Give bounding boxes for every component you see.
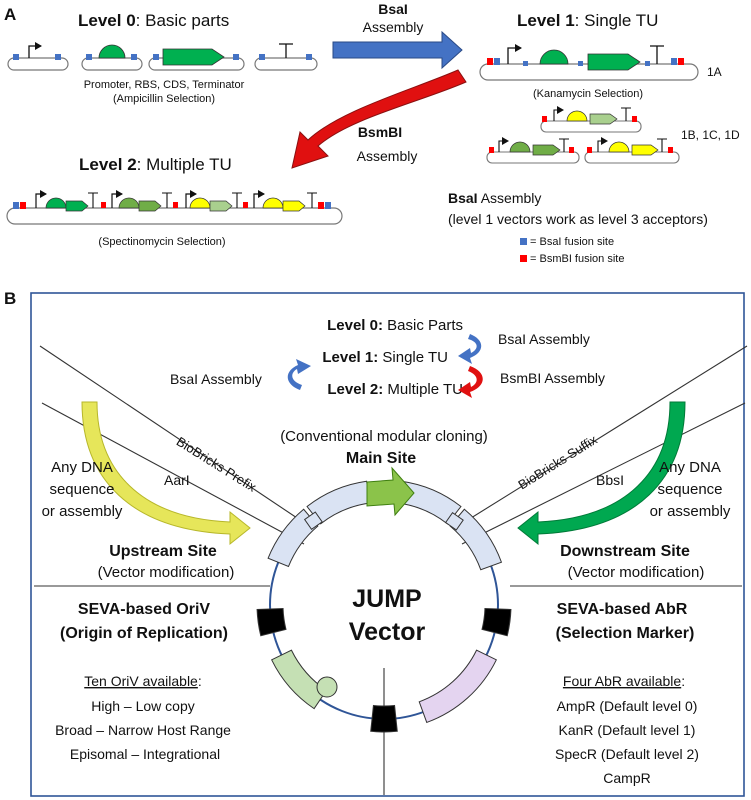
downstream-segment (449, 508, 503, 571)
level0-rbs-plasmid (81, 44, 143, 71)
level2-heading: Level 2: Multiple TU (79, 155, 232, 174)
level0-promoter-plasmid (7, 42, 69, 71)
legend-bsai-swatch (520, 238, 527, 245)
b-bsmbi-assembly: BsmBI Assembly (500, 370, 605, 386)
level0-cds-plasmid (148, 48, 245, 71)
any-dna-right-2: sequence (657, 481, 722, 498)
bottom-black-block (370, 704, 398, 733)
level0-caption-parts: Promoter, RBS, CDS, Terminator (84, 79, 245, 91)
prefix-site-box (303, 511, 323, 531)
abr-item-4: CampR (603, 770, 650, 786)
abr-available: Four AbR available: (563, 673, 685, 689)
vector-title-1: JUMP (352, 585, 421, 613)
level2-plasmid (6, 190, 343, 225)
b-level1: Level 1: Single TU (322, 349, 448, 366)
suffix-site-box (444, 511, 464, 531)
level1-plasmid-1b (540, 106, 642, 133)
bsai-arrow-label: Assembly (363, 19, 424, 35)
main-site-part-arrow (366, 466, 415, 517)
main-site-title: Main Site (346, 450, 416, 467)
oriv-segment (270, 649, 328, 710)
label-1a: 1A (707, 65, 722, 79)
abr-item-1: AmpR (Default level 0) (557, 698, 698, 714)
abr-segment (418, 649, 498, 724)
b-bsai-assembly-right: BsaI Assembly (498, 331, 590, 347)
panel-b: B Level 0: Basic Parts Level 1: Single T… (4, 289, 748, 797)
promoter-icon (507, 44, 522, 64)
rbs-icon (98, 44, 126, 59)
any-dna-right-3: or assembly (650, 503, 731, 520)
biobricks-suffix-label: BioBricks Suffix (515, 432, 600, 493)
b-bsai-arrow-left (287, 359, 311, 390)
downstream-site-title: Downstream Site (560, 543, 690, 560)
aari-label: AarI (164, 472, 190, 488)
b-level0: Level 0: Basic Parts (327, 317, 463, 334)
cds-icon (587, 53, 641, 71)
vector-ring-segments (256, 480, 512, 733)
legend-bsmbi-swatch (520, 255, 527, 262)
any-dna-left-1: Any DNA (51, 459, 113, 476)
jump-vector-plasmid: JUMP Vector (256, 466, 512, 733)
oriv-item-3: Episomal – Integrational (70, 746, 220, 762)
legend-bsmbi-label: = BsmBI fusion site (530, 253, 624, 265)
bsai-assembly-arrow (332, 30, 463, 70)
abr-item-3: SpecR (Default level 2) (555, 746, 699, 762)
level1-plasmid-1a (479, 44, 699, 81)
terminator-icon (650, 45, 664, 64)
level0-heading: Level 0: Basic parts (78, 11, 229, 30)
bsmbi-assembly-arrow (291, 69, 467, 169)
bsai-arrow-label-bold: BsaI (378, 1, 408, 17)
panel-a-label: A (4, 5, 16, 24)
oriv-item-1: High – Low copy (91, 698, 195, 714)
bsai-note: BsaI Assembly (448, 190, 541, 206)
bsmbi-arrow-label: Assembly (357, 148, 418, 164)
level1-heading: Level 1: Single TU (517, 11, 658, 30)
fusion-site-legend: = BsaI fusion site = BsmBI fusion site (520, 236, 624, 265)
abr-title-2: (Selection Marker) (556, 625, 695, 642)
downstream-insertion-arrow (517, 401, 686, 546)
upstream-site-subtitle: (Vector modification) (98, 564, 235, 581)
panel-b-border (30, 292, 745, 797)
rbs-icon (539, 49, 569, 65)
promoter-icon (28, 42, 42, 58)
level0-terminator-plasmid (254, 43, 318, 71)
b-bsai-arrow-right (458, 334, 482, 364)
any-dna-left-3: or assembly (42, 503, 123, 520)
abr-title-1: SEVA-based AbR (557, 601, 688, 618)
upstream-insertion-arrow (81, 401, 251, 546)
right-black-block (481, 608, 512, 637)
main-site-subtitle: (Conventional modular cloning) (280, 428, 488, 445)
legend-bsai-label: = BsaI fusion site (530, 236, 614, 248)
level2-caption: (Spectinomycin Selection) (98, 236, 225, 248)
b-bsmbi-arrow (458, 366, 483, 398)
terminator-icon (279, 43, 293, 58)
oriv-title-1: SEVA-based OriV (78, 601, 211, 618)
abr-item-2: KanR (Default level 1) (559, 722, 696, 738)
vector-title-2: Vector (349, 618, 426, 646)
bsai-note-line2: (level 1 vectors work as level 3 accepto… (448, 211, 708, 227)
left-black-block (256, 608, 287, 637)
oriv-item-2: Broad – Narrow Host Range (55, 722, 231, 738)
level1-plasmid-1d (584, 137, 680, 164)
label-1bcd: 1B, 1C, 1D (681, 128, 740, 142)
any-dna-right-1: Any DNA (659, 459, 721, 476)
upstream-site-title: Upstream Site (109, 543, 217, 560)
oriv-available: Ten OriV available: (84, 673, 202, 689)
oriv-title-2: (Origin of Replication) (60, 625, 228, 642)
b-bsai-assembly-left: BsaI Assembly (170, 371, 262, 387)
any-dna-left-2: sequence (49, 481, 114, 498)
level0-caption-selection: (Ampicillin Selection) (113, 93, 215, 105)
level1-caption: (Kanamycin Selection) (533, 88, 643, 100)
cds-icon (162, 48, 225, 66)
panel-a: A Level 0: Basic parts Promo (4, 1, 740, 265)
level1-plasmid-1c (486, 137, 580, 164)
oriv-small-circle (316, 676, 338, 698)
panel-b-label: B (4, 289, 16, 308)
downstream-site-subtitle: (Vector modification) (568, 564, 705, 581)
b-level2: Level 2: Multiple TU (327, 381, 463, 398)
bsmbi-arrow-label-bold: BsmBI (358, 124, 402, 140)
bbsi-label: BbsI (596, 472, 624, 488)
